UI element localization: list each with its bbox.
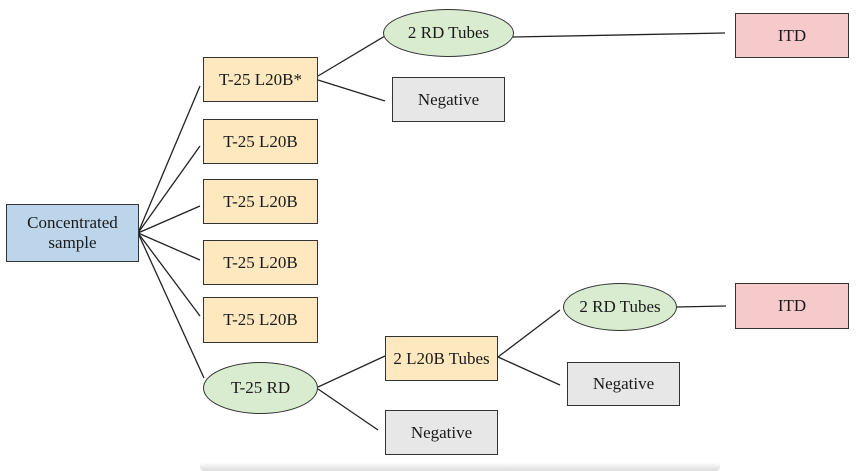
node-rd-tubes-top: 2 RD Tubes [383, 9, 514, 57]
edge-rd-flask-l20b-tubes [317, 355, 386, 388]
node-flask-l20b-2: T-25 L20B [203, 119, 318, 164]
node-itd-bottom: ITD [735, 283, 849, 329]
edge-sample-flask3 [137, 205, 201, 234]
edge-sample-flask1 [137, 85, 201, 234]
edge-flask1-rd-tubes-top [317, 35, 386, 77]
node-negative-top: Negative [392, 77, 505, 122]
node-flask-l20b-5: T-25 L20B [203, 297, 318, 343]
edge-rd-flask-negative-bottom [317, 388, 379, 431]
node-concentrated-sample: Concentrated sample [6, 204, 139, 262]
edge-flask1-negative-top [317, 79, 386, 102]
edge-l20b-tubes-rd-tubes-bottom [497, 309, 561, 358]
edge-sample-flask2 [137, 145, 201, 234]
node-flask-l20b-3: T-25 L20B [203, 179, 318, 224]
edge-rd-tubes-top-itd [512, 32, 726, 38]
node-rd-tubes-bottom: 2 RD Tubes [563, 283, 677, 331]
node-flask-l20b-4: T-25 L20B [203, 240, 318, 285]
edge-sample-rd-flask [137, 232, 205, 379]
node-flask-rd: T-25 RD [203, 362, 318, 414]
node-l20b-tubes: 2 L20B Tubes [385, 336, 498, 381]
node-negative-mid: Negative [567, 362, 680, 406]
bottom-shadow [200, 462, 720, 471]
edge-rd-tubes-bottom-itd [675, 305, 727, 308]
node-itd-top: ITD [735, 13, 849, 58]
node-flask-l20b-1: T-25 L20B* [203, 57, 318, 102]
edge-sample-flask4 [137, 232, 201, 261]
edge-l20b-tubes-negative-mid [497, 356, 561, 386]
edge-sample-flask5 [137, 232, 201, 317]
node-negative-bottom: Negative [385, 410, 498, 455]
